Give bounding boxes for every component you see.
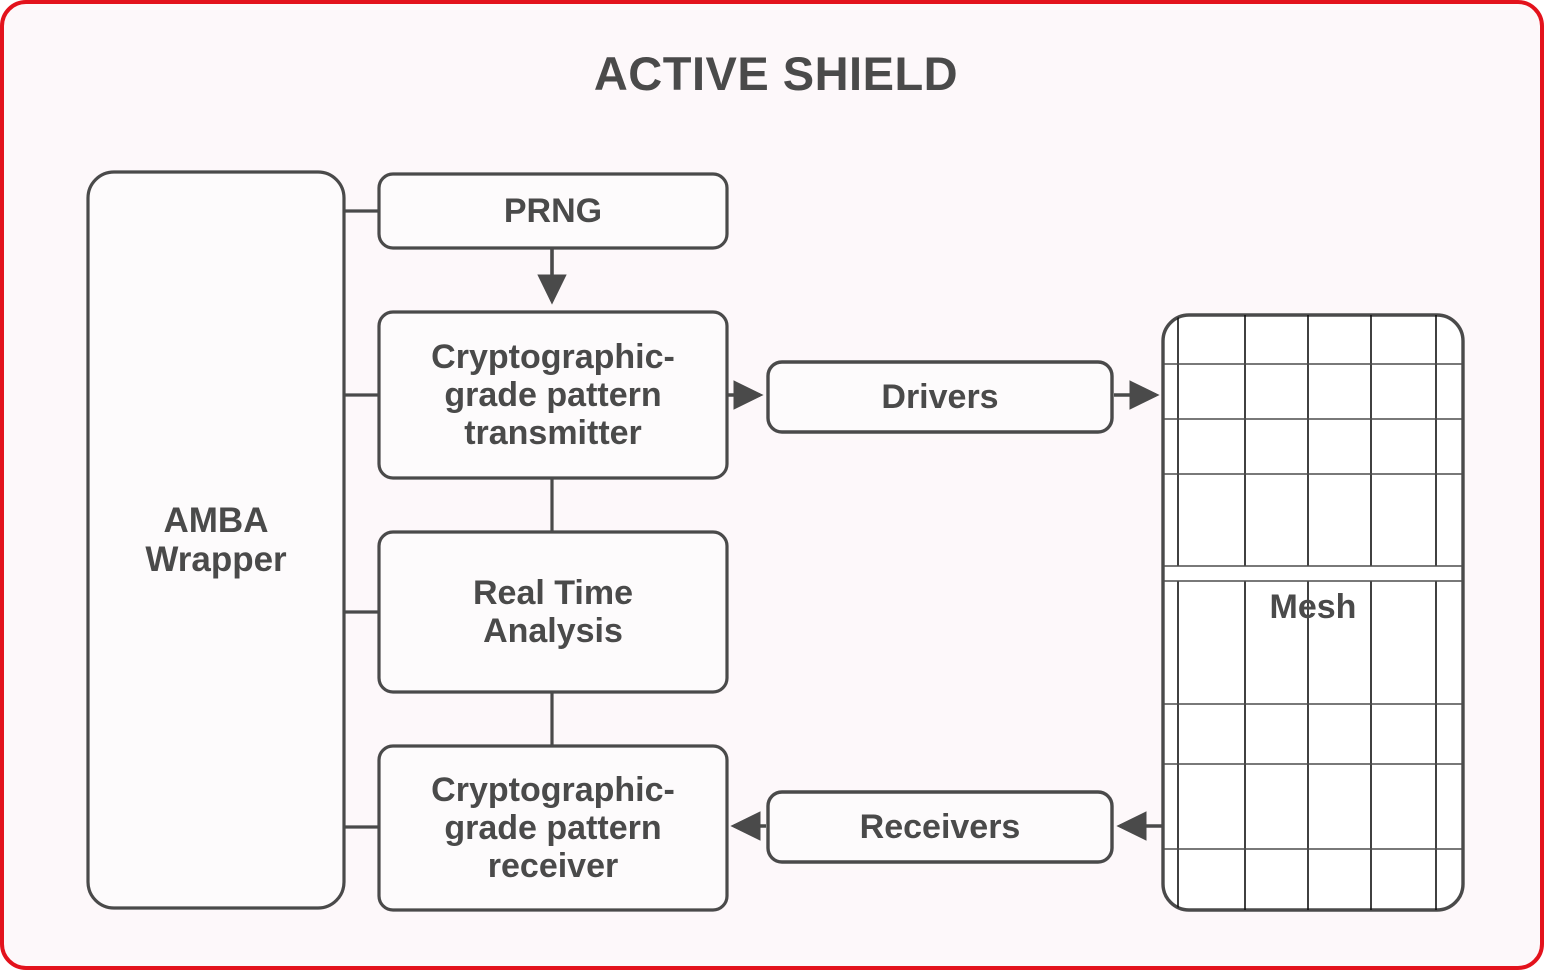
node-receiver[interactable] [377, 744, 729, 912]
node-prng[interactable] [377, 172, 729, 250]
edge-layer [344, 209, 554, 829]
mesh-grid [1163, 315, 1463, 910]
node-mesh[interactable] [1161, 313, 1465, 912]
page-title: ACTIVE SHIELD [593, 47, 959, 100]
node-real-time-analysis[interactable] [377, 530, 729, 694]
mesh-outline [1161, 313, 1465, 912]
node-drivers[interactable] [766, 360, 1114, 434]
node-receivers[interactable] [766, 790, 1114, 864]
node-transmitter[interactable] [377, 310, 729, 480]
diagram-canvas [86, 170, 1465, 912]
node-amba-wrapper[interactable] [86, 170, 346, 910]
arrow-edge-layer [537, 247, 1162, 841]
